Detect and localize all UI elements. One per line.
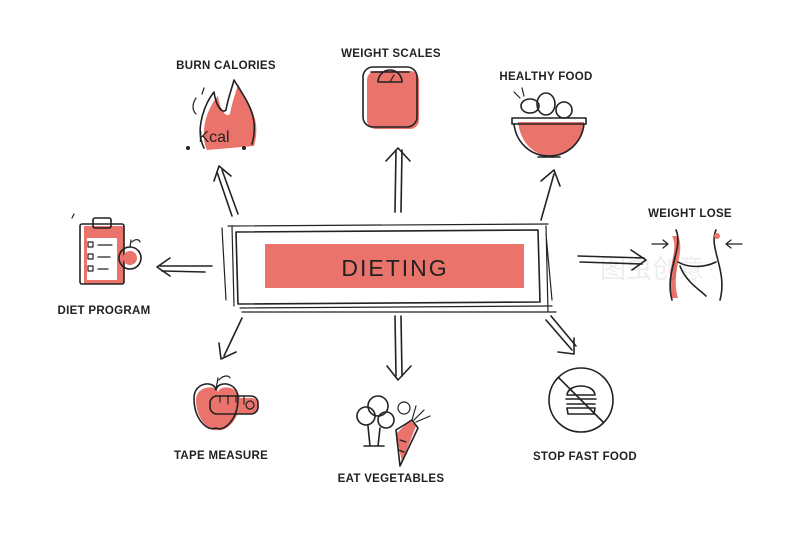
node-tape-measure: TAPE MEASURE bbox=[174, 375, 268, 462]
label-tape-measure: TAPE MEASURE bbox=[174, 450, 268, 462]
arrow-tape-measure bbox=[218, 317, 243, 360]
flame-kcal-icon: Kcal bbox=[186, 79, 256, 150]
tape-fill bbox=[212, 398, 258, 414]
label-weight-lose: WEIGHT LOSE bbox=[648, 208, 732, 220]
arrow-eat-vegetables bbox=[386, 315, 412, 381]
node-weight-scales: WEIGHT SCALES bbox=[341, 48, 441, 129]
center-frame-sketch bbox=[221, 223, 557, 313]
apple-tape-measure-icon bbox=[193, 375, 259, 430]
clipboard-apple-icon bbox=[71, 213, 142, 285]
label-stop-fast-food: STOP FAST FOOD bbox=[533, 451, 637, 463]
center-frame-inner bbox=[235, 229, 541, 305]
svg-text:Kcal: Kcal bbox=[198, 129, 229, 146]
no-burger-icon bbox=[548, 367, 614, 433]
bowl-fill bbox=[518, 122, 584, 156]
arrow-weight-lose bbox=[577, 249, 647, 271]
arrow-burn-calories bbox=[213, 165, 239, 217]
arrow-healthy-food bbox=[540, 169, 561, 221]
stop-ring-fill bbox=[549, 368, 579, 428]
label-healthy-food: HEALTHY FOOD bbox=[499, 71, 592, 83]
label-eat-vegetables: EAT VEGETABLES bbox=[338, 473, 445, 485]
label-weight-scales: WEIGHT SCALES bbox=[341, 48, 441, 60]
node-eat-vegetables: EAT VEGETABLES bbox=[338, 395, 445, 485]
arrow-stop-fast-food bbox=[545, 315, 577, 355]
food-bowl-icon bbox=[511, 87, 587, 158]
node-burn-calories: Kcal BURN CALORIES bbox=[176, 60, 276, 150]
arrow-weight-scales bbox=[385, 147, 411, 213]
watermark: 图虫创意 bbox=[600, 254, 704, 284]
node-diet-program: DIET PROGRAM bbox=[57, 213, 150, 317]
flame-fill bbox=[203, 84, 257, 150]
label-diet-program: DIET PROGRAM bbox=[57, 305, 150, 317]
node-weight-lose: WEIGHT LOSE bbox=[648, 208, 743, 301]
center-highlight bbox=[265, 244, 524, 288]
arrows bbox=[156, 147, 647, 381]
waist-fill bbox=[669, 236, 681, 298]
slim-waist-icon bbox=[651, 229, 743, 301]
center-title: DIETING bbox=[341, 255, 448, 281]
arrow-diet-program bbox=[156, 257, 213, 277]
node-healthy-food: HEALTHY FOOD bbox=[499, 71, 592, 158]
center-box: DIETING bbox=[221, 223, 557, 313]
scale-fill bbox=[367, 71, 419, 129]
weight-scale-icon bbox=[362, 66, 418, 128]
label-burn-calories: BURN CALORIES bbox=[176, 60, 276, 72]
node-stop-fast-food: STOP FAST FOOD bbox=[533, 367, 637, 463]
vegetables-icon bbox=[356, 395, 431, 467]
